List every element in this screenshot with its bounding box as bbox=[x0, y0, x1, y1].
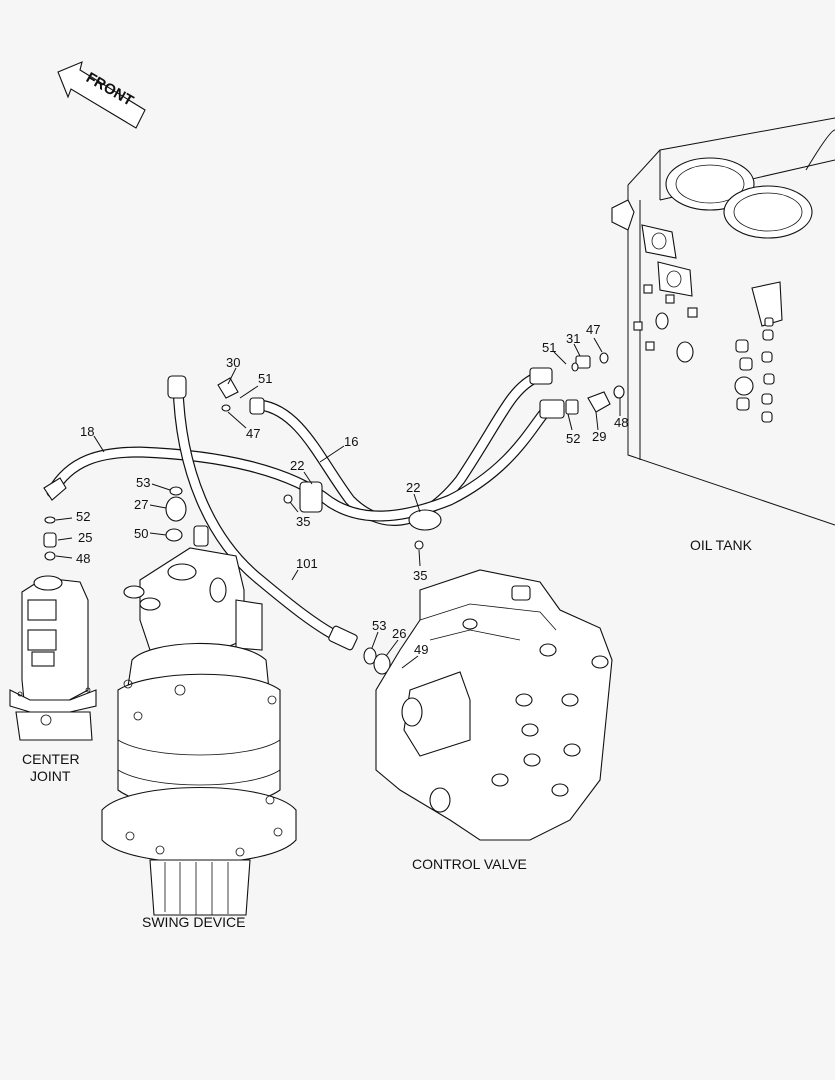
clamps bbox=[283, 481, 442, 550]
center-joint bbox=[9, 575, 97, 741]
callout-26: 26 bbox=[392, 626, 406, 641]
callout-50: 50 bbox=[134, 526, 148, 541]
assembly-labels: OIL TANK CENTER JOINT SWING DEVICE CONTR… bbox=[22, 537, 753, 930]
center-joint-label-line2: JOINT bbox=[30, 768, 71, 784]
callout-22-b: 22 bbox=[406, 480, 420, 495]
leader-lines bbox=[55, 337, 621, 669]
hose-fittings bbox=[43, 355, 611, 651]
hose-16 bbox=[254, 372, 541, 526]
callout-35: 35 bbox=[296, 514, 310, 529]
callout-101: 101 bbox=[296, 556, 318, 571]
swing-device-label: SWING DEVICE bbox=[142, 914, 245, 930]
callouts: 30 51 47 16 18 53 27 50 52 25 48 22 35 2… bbox=[76, 322, 628, 657]
callout-25: 25 bbox=[78, 530, 92, 545]
callout-48-b: 48 bbox=[614, 415, 628, 430]
callout-52: 52 bbox=[76, 509, 90, 524]
callout-18: 18 bbox=[80, 424, 94, 439]
center-joint-label-line1: CENTER bbox=[22, 751, 80, 767]
callout-53: 53 bbox=[136, 475, 150, 490]
oil-tank-label: OIL TANK bbox=[690, 537, 753, 553]
callout-52-b: 52 bbox=[566, 431, 580, 446]
callout-49: 49 bbox=[414, 642, 428, 657]
callout-27: 27 bbox=[134, 497, 148, 512]
callout-30: 30 bbox=[226, 355, 240, 370]
callout-51-b: 51 bbox=[542, 340, 556, 355]
hose-101 bbox=[172, 379, 344, 643]
callout-22: 22 bbox=[290, 458, 304, 473]
hose-18 bbox=[46, 406, 551, 522]
control-valve bbox=[375, 569, 613, 841]
front-arrow: FRONT bbox=[57, 61, 146, 129]
callout-35-b: 35 bbox=[413, 568, 427, 583]
swing-device bbox=[101, 525, 297, 916]
callout-51: 51 bbox=[258, 371, 272, 386]
callout-29: 29 bbox=[592, 429, 606, 444]
callout-16: 16 bbox=[344, 434, 358, 449]
callout-31: 31 bbox=[566, 331, 580, 346]
callout-47-b: 47 bbox=[586, 322, 600, 337]
oil-tank bbox=[611, 117, 835, 526]
callout-47: 47 bbox=[246, 426, 260, 441]
control-valve-label: CONTROL VALVE bbox=[412, 856, 527, 872]
callout-53-b: 53 bbox=[372, 618, 386, 633]
callout-48: 48 bbox=[76, 551, 90, 566]
